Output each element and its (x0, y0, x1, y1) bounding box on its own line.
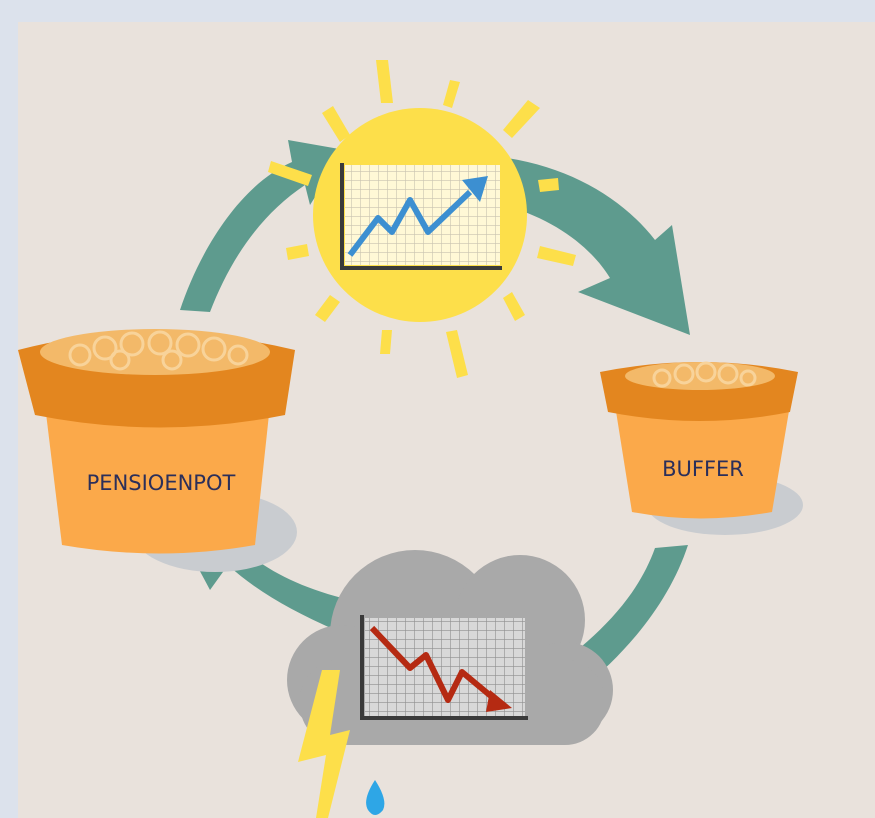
buffer-pot-label: BUFFER (662, 457, 744, 481)
raindrop-icon (366, 780, 385, 815)
buffer-pot: BUFFER (600, 361, 803, 535)
pension-pot-label: PENSIOENPOT (87, 471, 236, 495)
pension-pot: PENSIOENPOT (18, 329, 297, 572)
falling-chart-line (369, 625, 500, 705)
falling-chart-icon (360, 615, 528, 720)
lightning-bolt-icon (298, 670, 350, 818)
rising-chart-line (347, 189, 473, 257)
rising-chart-icon (340, 163, 502, 270)
cycle-arrow-sun-to-buffer (478, 155, 690, 335)
